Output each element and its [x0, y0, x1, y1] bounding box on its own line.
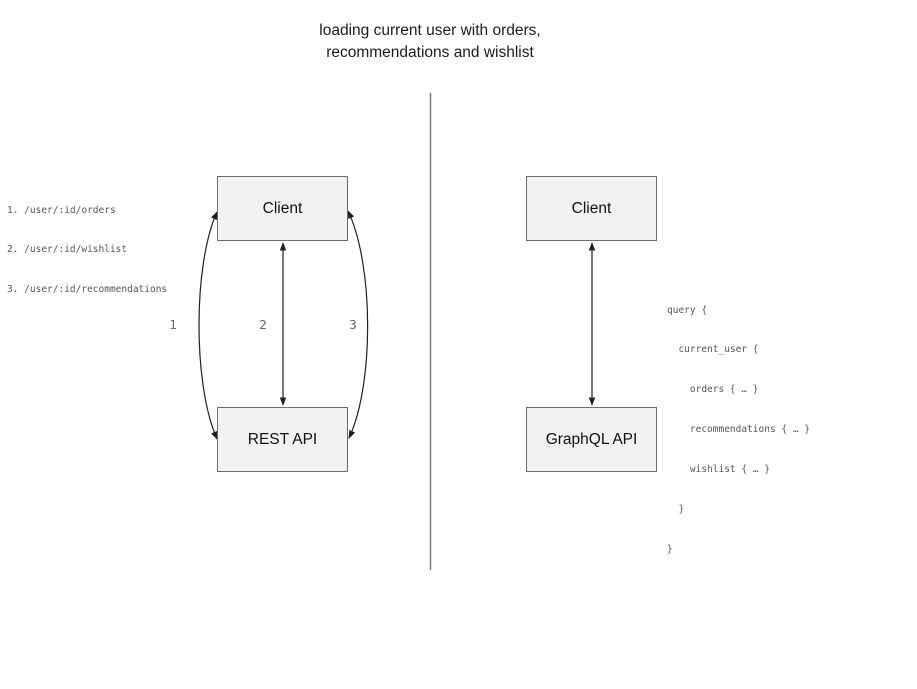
- query-line: orders { … }: [667, 384, 759, 396]
- endpoint-line: 3. /user/:id/recommendations: [7, 284, 168, 296]
- rest-endpoints-list: 1. /user/:id/orders 2. /user/:id/wishlis…: [7, 177, 167, 323]
- query-line: recommendations { … }: [667, 424, 810, 436]
- left-client-label: Client: [262, 199, 303, 217]
- graphql-api-box: GraphQL API: [526, 407, 657, 472]
- rest-api-box: REST API: [217, 407, 348, 472]
- right-client-box: Client: [526, 176, 657, 241]
- arrow-label-3: 3: [349, 317, 357, 332]
- rest-api-label: REST API: [247, 430, 318, 448]
- endpoint-line: 1. /user/:id/orders: [7, 204, 116, 216]
- endpoint-line: 2. /user/:id/wishlist: [7, 244, 128, 256]
- query-line: current_user {: [667, 344, 759, 356]
- query-line: }: [667, 504, 685, 516]
- query-line: wishlist { … }: [667, 464, 770, 476]
- right-client-label: Client: [571, 199, 612, 217]
- diagram-title: loading current user with orders, recomm…: [319, 22, 541, 61]
- left-client-box: Client: [217, 176, 348, 241]
- query-line: }: [667, 543, 673, 555]
- query-line: query {: [667, 304, 708, 316]
- arrow-label-2: 2: [259, 317, 267, 332]
- graphql-api-label: GraphQL API: [545, 430, 638, 448]
- arrow-orders-curve: [198, 211, 218, 440]
- arrow-label-1: 1: [169, 317, 177, 332]
- graphql-query-code: query { current_user { orders { … } reco…: [667, 277, 810, 583]
